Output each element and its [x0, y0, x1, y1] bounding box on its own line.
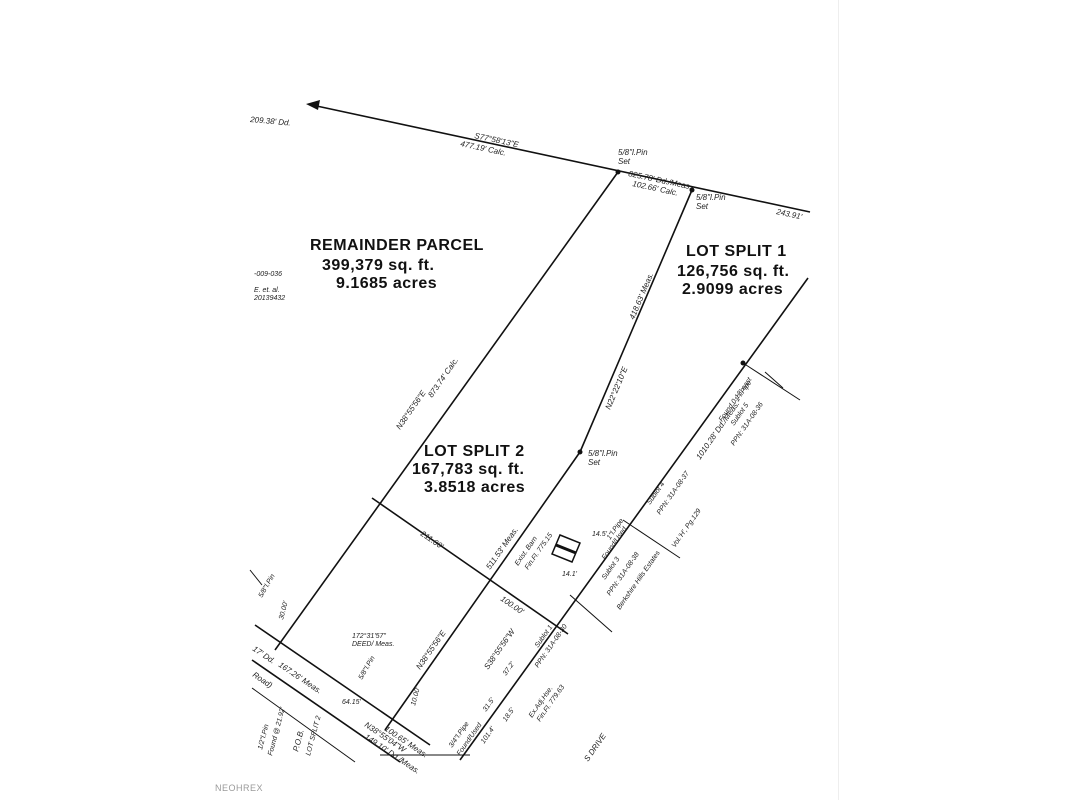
remainder-parcel-sqft: 399,379 sq. ft. — [322, 257, 434, 274]
annotation-ppn4: PPN: 31A-08-37 — [656, 469, 692, 516]
annotation-set-2: Set — [696, 202, 709, 211]
annotation-top-left-dd: 209.38' Dd. — [249, 115, 291, 128]
annotation-found-21: Found @ 21.92' — [267, 706, 287, 756]
survey-sheet — [218, 0, 839, 800]
annotation-deed-meas: DEED/ Meas. — [352, 641, 394, 648]
annotation-parcel-no: -009-036 — [254, 271, 282, 278]
pin-marker-2 — [689, 187, 695, 193]
barn-symbol — [551, 534, 581, 563]
annotation-right-meas: 1010.28' Dd./Meas. — [694, 399, 741, 461]
road-line-1 — [254, 624, 431, 746]
annotation-diag2-meas: 418.63' Meas. — [628, 271, 656, 321]
lot-split-2-sqft: 167,783 sq. ft. — [412, 461, 524, 478]
sublot-line-2 — [622, 519, 681, 559]
annotation-set-mid: Set — [588, 458, 601, 467]
road-line-2 — [251, 659, 401, 763]
boundary-line-3 — [384, 451, 581, 731]
boundary-line-2 — [579, 189, 693, 453]
boundary-line-1 — [274, 171, 619, 651]
annotation-dim-10: 10.00' — [410, 686, 422, 707]
lot-split-2-title: LOT SPLIT 2 — [424, 443, 525, 460]
pin-marker-4 — [740, 360, 746, 366]
sublot-line-3 — [569, 594, 613, 633]
annotation-barn-14-5: 14.5' — [592, 531, 608, 538]
sublot-line-4 — [764, 371, 784, 389]
annotation-dim-30: 30.00' — [278, 600, 290, 621]
pin-marker-1 — [615, 169, 621, 175]
watermark: NEOHREX — [215, 783, 264, 793]
north-boundary-line — [311, 104, 811, 213]
east-boundary-line — [459, 277, 809, 761]
annotation-meas-167: 167.26' Meas. — [277, 660, 323, 695]
lot-split-1-acres: 2.9099 acres — [682, 281, 783, 298]
remainder-parcel-title: REMAINDER PARCEL — [310, 237, 484, 254]
annotation-etal: E. et. al. — [254, 287, 280, 294]
lot-split-2-acres: 3.8518 acres — [424, 479, 525, 496]
annotation-set-top: Set — [618, 157, 631, 166]
annotation-dim-37: 37.2' — [502, 660, 517, 677]
lot-split-1-title: LOT SPLIT 1 — [686, 243, 787, 260]
annotation-drive: S DRIVE — [582, 731, 608, 763]
annotation-diag1-calc: 873.74' Calc. — [426, 356, 460, 399]
annotation-lot-split-ref: LOT SPLIT 2 — [305, 715, 322, 756]
annotation-dim-31: 31.5' — [482, 696, 497, 713]
lot-split-division-line — [371, 497, 569, 635]
annotation-angle: 172°31'57" — [352, 632, 386, 640]
road-line-4 — [249, 569, 263, 586]
annotation-vol-pg: Vol.'H', Pg.129 — [671, 508, 703, 549]
annotation-pin-set-2: 5/8"l.Pin — [696, 193, 726, 202]
annotation-dim-18: 18.5' — [502, 706, 517, 723]
annotation-pin-left: 5/8"l.Pin — [258, 573, 277, 599]
arrow-head — [306, 100, 320, 110]
annotation-pin-low: 5/8"l.Pin — [358, 655, 377, 681]
lot-split-1-sqft: 126,756 sq. ft. — [677, 263, 789, 280]
annotation-pin-set-top: 5/8"l.Pin — [618, 148, 648, 157]
road-line-3 — [251, 687, 356, 763]
annotation-dd-64: 64.15' — [342, 699, 362, 706]
sublot-line-1 — [742, 362, 801, 401]
remainder-parcel-acres: 9.1685 acres — [336, 275, 437, 292]
pin-marker-3 — [577, 449, 583, 455]
annotation-dist-211: 211.00' — [418, 529, 445, 551]
annotation-pob: P.O.B. — [291, 728, 306, 752]
annotation-dist-100: 100.00' — [499, 594, 526, 616]
annotation-diag1-bearing: N38°55'56"E — [394, 388, 428, 431]
annotation-barn-14-1: 14.1' — [562, 571, 578, 578]
annotation-instr-no: 20139432 — [253, 295, 285, 302]
annotation-pin-set-mid: 5/8"l.Pin — [588, 449, 618, 458]
